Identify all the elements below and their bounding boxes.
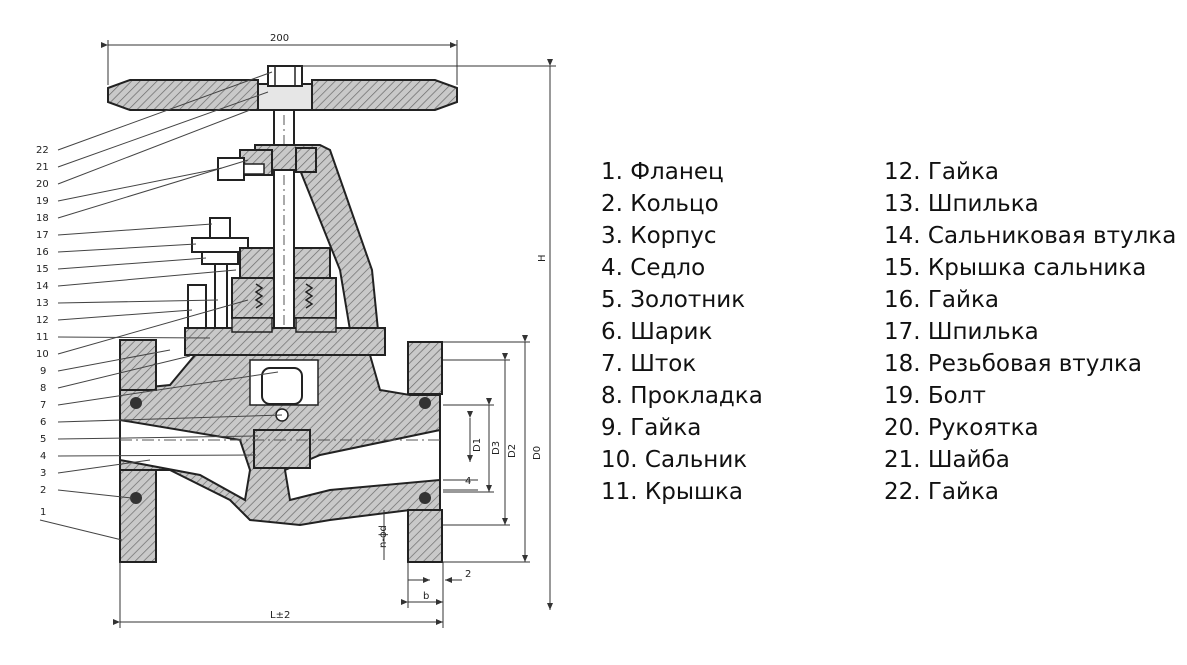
dim-d2: D2 (507, 444, 518, 458)
legend-item-7: 7. Шток (601, 351, 697, 377)
dim-b: b (423, 591, 429, 602)
dim-h: H (537, 254, 548, 262)
callout-11: 11 (36, 332, 49, 343)
callout-14: 14 (36, 281, 49, 292)
legend-item-12: 12. Гайка (884, 159, 999, 185)
callout-15: 15 (36, 264, 49, 275)
legend-item-16: 16. Гайка (884, 287, 999, 313)
handwheel (107, 65, 458, 111)
legend-item-10: 10. Сальник (601, 447, 748, 473)
dim-d3: D3 (491, 441, 502, 455)
callout-1: 1 (40, 507, 46, 518)
callout-16: 16 (36, 247, 49, 258)
legend-item-14: 14. Сальниковая втулка (884, 223, 1177, 249)
legend-item-21: 21. Шайба (884, 447, 1010, 473)
callout-17: 17 (36, 230, 49, 241)
legend-item-17: 17. Шпилька (884, 319, 1039, 345)
callout-2: 2 (40, 485, 46, 496)
dim-d0: D0 (532, 446, 543, 460)
callout-7: 7 (40, 400, 46, 411)
legend-item-9: 9. Гайка (601, 415, 702, 441)
callout-3: 3 (40, 468, 46, 479)
dim-200: 200 (270, 33, 289, 44)
callout-5: 5 (40, 434, 46, 445)
legend-item-20: 20. Рукоятка (884, 415, 1039, 441)
legend-item-19: 19. Болт (884, 383, 986, 409)
legend-item-22: 22. Гайка (884, 479, 999, 505)
legend-item-5: 5. Золотник (601, 287, 746, 313)
dim-length: L±2 (270, 610, 290, 621)
legend-item-18: 18. Резьбовая втулка (884, 351, 1142, 377)
callout-18: 18 (36, 213, 49, 224)
callout-numbers: 22 21 20 19 18 17 16 15 14 13 12 11 10 9… (36, 145, 49, 518)
dim-4: 4 (465, 476, 471, 487)
dim-bolt-holes: n-ϕd (378, 525, 389, 548)
callout-6: 6 (40, 417, 46, 428)
callout-4: 4 (40, 451, 46, 462)
callout-20: 20 (36, 179, 49, 190)
callout-21: 21 (36, 162, 49, 173)
dimension-lines (101, 40, 556, 628)
callout-10: 10 (36, 349, 49, 360)
legend-item-8: 8. Прокладка (601, 383, 763, 409)
parts-legend-right: 12. Гайка 13. Шпилька 14. Сальниковая вт… (884, 156, 1176, 508)
legend-item-4: 4. Седло (601, 255, 706, 281)
callout-8: 8 (40, 383, 46, 394)
flanges (119, 339, 443, 563)
callout-13: 13 (36, 298, 49, 309)
legend-item-6: 6. Шарик (601, 319, 713, 345)
callout-12: 12 (36, 315, 49, 326)
legend-item-11: 11. Крышка (601, 479, 744, 505)
callout-19: 19 (36, 196, 49, 207)
callout-22: 22 (36, 145, 49, 156)
legend-item-15: 15. Крышка сальника (884, 255, 1147, 281)
callout-9: 9 (40, 366, 46, 377)
legend-item-1: 1. Фланец (601, 159, 724, 185)
legend-item-3: 3. Корпус (601, 223, 717, 249)
legend-item-13: 13. Шпилька (884, 191, 1039, 217)
bonnet (184, 317, 386, 356)
parts-legend-left: 1. Фланец 2. Кольцо 3. Корпус 4. Седло 5… (601, 156, 763, 508)
dimension-labels: 200 H D0 D2 D3 D1 4 n-ϕd 2 b L±2 (270, 33, 548, 621)
dim-2: 2 (465, 569, 471, 580)
dim-d1: D1 (472, 438, 483, 452)
callout-leaders (39, 71, 283, 541)
legend-item-2: 2. Кольцо (601, 191, 719, 217)
